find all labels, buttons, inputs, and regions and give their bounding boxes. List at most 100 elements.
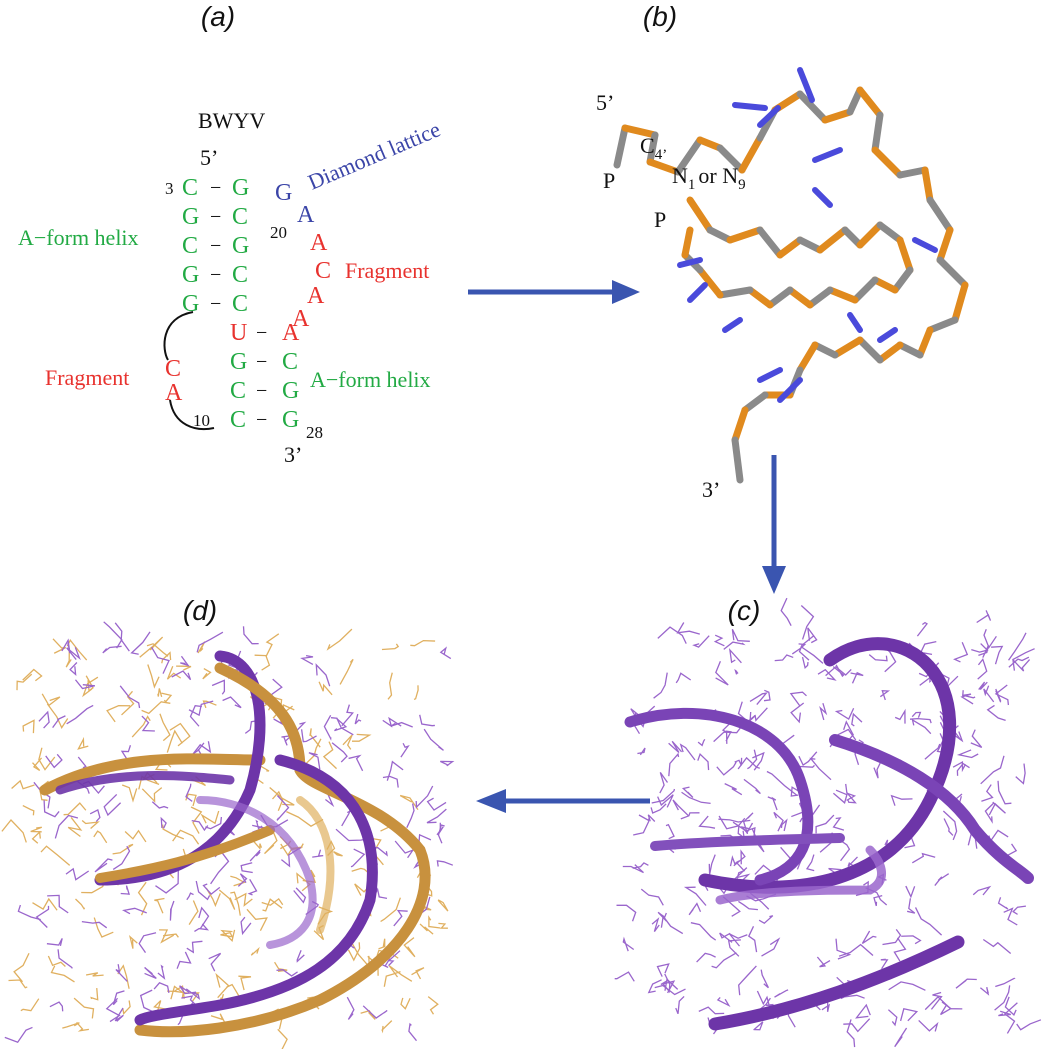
atom-bond-line [315, 663, 331, 687]
base-stem1-right-4: C [232, 291, 248, 317]
atom-bond-line [333, 851, 343, 857]
backbone-bond [876, 341, 904, 364]
phosphate-label-1: P [603, 168, 615, 193]
atom-bond-line [657, 911, 667, 922]
fragment-label-top: Fragment [345, 258, 429, 283]
atom-bond-line [380, 897, 401, 923]
nitrogen-stub [757, 105, 781, 128]
atom-bond-line [740, 822, 754, 834]
atom-bond-line [354, 713, 362, 725]
atom-bond-line [41, 693, 61, 707]
atom-bond-line [94, 858, 113, 873]
base-stem1-right-1: C [232, 204, 248, 230]
atom-bond-line [157, 964, 166, 980]
atom-bond-line [952, 761, 967, 773]
base-stem2-left-3: C [230, 407, 246, 433]
atom-bond-line [146, 643, 169, 657]
atom-bond-line [988, 801, 1006, 816]
atom-bond-line [943, 818, 954, 836]
backbone-bond [716, 286, 754, 299]
atom-bond-line [918, 1019, 939, 1032]
atom-bond-line [696, 952, 716, 963]
atom-bond-line [128, 934, 138, 949]
atom-bond-line [1015, 763, 1026, 785]
residue-num-20: 20 [270, 223, 287, 242]
atom-bond-line [179, 985, 197, 995]
pair-bond-stem1-3: − [210, 264, 221, 286]
atom-bond-line [76, 1021, 89, 1032]
atom-bond-line [825, 665, 852, 677]
atom-bond-line [244, 720, 255, 734]
nitrogen-stub [797, 67, 815, 103]
atom-bond-line [942, 810, 958, 841]
atom-bond-line [980, 755, 1005, 785]
atom-bond-line [439, 646, 452, 660]
atom-bond-line [747, 926, 758, 953]
backbone-bond [786, 286, 814, 309]
panel-label-d: (d) [183, 595, 217, 626]
c4-label: C4’ [640, 133, 667, 163]
backbone-bond [871, 111, 884, 154]
atom-bond-line [139, 636, 164, 658]
backbone-bond [621, 124, 659, 139]
stem-1: C−GG−CC−GG−CG−C [182, 175, 249, 317]
backbone-bond [856, 86, 884, 119]
atom-bond-line [1012, 905, 1026, 915]
atom-bond-line [202, 668, 212, 680]
atom-bond-line [326, 628, 353, 651]
atom-bond-line [131, 715, 151, 738]
atom-bond-line [427, 996, 439, 1015]
atom-bond-line [817, 668, 837, 681]
backbone-bond [896, 236, 914, 274]
atom-bond-line [681, 791, 711, 805]
atom-bond-line [834, 707, 855, 720]
atom-bond-line [276, 969, 298, 977]
atom-bond-line [904, 833, 916, 849]
pair-bond-stem1-2: − [210, 235, 221, 257]
atom-bond-line [983, 628, 997, 649]
atom-bond-line [247, 878, 258, 896]
atom-bond-line [835, 938, 852, 960]
atom-bond-line [188, 900, 199, 925]
pair-bond-stem1-4: − [210, 293, 221, 315]
atom-bond-line [61, 638, 71, 654]
atom-bond-line [40, 845, 71, 866]
atom-bond-line [911, 718, 932, 735]
atom-bond-line [161, 651, 172, 664]
atom-bond-line [162, 824, 185, 840]
atom-bond-line [351, 733, 372, 742]
nitrogen-stub [757, 367, 783, 383]
atom-bond-line [255, 819, 263, 830]
atom-bond-line [675, 995, 685, 1015]
atom-bond-line [20, 998, 40, 1012]
backbone-bond [856, 336, 884, 364]
atom-bond-line [440, 760, 455, 767]
atom-bond-line [861, 930, 877, 944]
atom-bond-line [780, 818, 788, 832]
atom-bond-line [32, 757, 43, 771]
backbone-bond [741, 391, 769, 414]
atom-bond-line [147, 664, 160, 689]
atom-bond-line [419, 714, 435, 727]
loop-left-base-0: C [165, 356, 181, 382]
atom-wireframe-purple [614, 597, 1042, 1048]
atom-bond-line [161, 692, 173, 703]
atom-bond-line [855, 1003, 871, 1019]
arrow-c-to-d [476, 789, 650, 813]
atom-bond-line [388, 965, 413, 982]
atom-bond-line [953, 642, 969, 663]
atom-bond-line [668, 752, 680, 777]
atom-bond-line [300, 729, 317, 743]
atom-bond-line [330, 717, 354, 736]
base-stem1-right-2: G [232, 233, 249, 259]
atom-bond-line [11, 779, 35, 790]
atom-bond-line [195, 880, 211, 901]
atom-bond-line [188, 700, 214, 717]
atom-bond-line [882, 928, 902, 946]
atom-bond-line [981, 784, 994, 802]
atom-bond-line [8, 979, 28, 989]
atom-bond-line [399, 794, 419, 811]
atom-bond-line [437, 824, 445, 844]
atom-bond-line [62, 1022, 80, 1029]
